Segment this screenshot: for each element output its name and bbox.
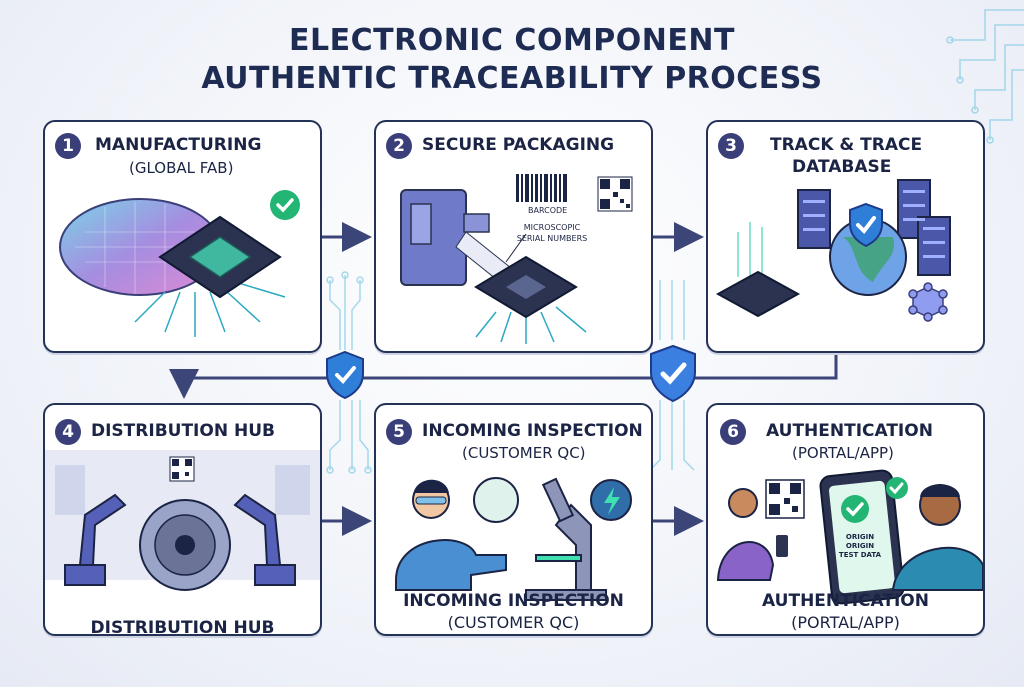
step-caption: AUTHENTICATION (762, 591, 929, 611)
authentication-illustration: ORIGIN ORIGIN TEST DATA (716, 469, 983, 605)
step-title-line2: DATABASE (792, 157, 892, 177)
serial-label-line1: MICROSCOPIC (524, 223, 581, 232)
phone-text-line3: TEST DATA (839, 551, 882, 559)
step-card-authentication: 6 AUTHENTICATION (PORTAL/APP) ORIGIN ORI… (706, 403, 985, 636)
person-icon (891, 484, 983, 591)
barcode-label: BARCODE (528, 206, 567, 215)
step-subtitle: (CUSTOMER QC) (462, 444, 586, 462)
step-card-track-trace: 3 TRACK & TRACE DATABASE (706, 120, 985, 353)
packaging-illustration (400, 174, 633, 344)
step-title: SECURE PACKAGING (422, 135, 615, 155)
robot-arm-icon (233, 493, 296, 586)
barcode-icon (516, 174, 567, 202)
check-icon (841, 495, 869, 523)
manufacturing-illustration (59, 190, 300, 337)
step-number-badge: 5 (386, 419, 412, 445)
distribution-illustration (45, 450, 320, 591)
reel-icon (139, 499, 231, 591)
qr-code-icon (765, 479, 805, 519)
step-title: INCOMING INSPECTION (422, 421, 643, 441)
person-icon (716, 488, 775, 581)
technician-icon (395, 479, 507, 591)
qr-code-icon (169, 456, 195, 482)
step-title-line1: TRACK & TRACE (770, 135, 923, 155)
step-card-secure-packaging: 2 SECURE PACKAGING (374, 120, 653, 353)
qr-code-icon (597, 176, 633, 212)
shield-check-icon (650, 344, 696, 403)
phone-text-line1: ORIGIN (846, 533, 874, 541)
step-caption-sub: (PORTAL/APP) (791, 613, 900, 632)
chip-icon (158, 215, 282, 299)
step-number-badge: 6 (720, 419, 746, 445)
step-title: MANUFACTURING (95, 135, 262, 155)
step-caption: DISTRIBUTION HUB (90, 618, 275, 636)
step-card-manufacturing: 1 MANUFACTURING (GLOBAL FAB) (43, 120, 322, 353)
page-title-line2: AUTHENTIC TRACEABILITY PROCESS (201, 61, 823, 96)
step-number-badge: 1 (55, 133, 81, 159)
database-illustration (715, 179, 951, 322)
step-card-distribution: 4 DISTRIBUTION HUB DISTRIBUTION HUB (43, 403, 322, 636)
microscope-icon (525, 477, 607, 601)
page-title-line1: ELECTRONIC COMPONENT (289, 23, 735, 58)
step-title: AUTHENTICATION (766, 421, 933, 441)
step-title: DISTRIBUTION HUB (91, 421, 275, 441)
phone-icon (776, 535, 788, 557)
arrow-return-path (169, 350, 838, 399)
chip-icon (715, 270, 801, 318)
step-number-badge: 4 (55, 419, 81, 445)
server-icon (797, 179, 951, 276)
shield-check-icon (326, 350, 364, 400)
step-caption: INCOMING INSPECTION (403, 591, 624, 611)
step-caption-sub: (CUSTOMER QC) (447, 613, 580, 632)
step-subtitle: (GLOBAL FAB) (129, 159, 234, 177)
check-icon (886, 477, 908, 499)
blockchain-icon (908, 282, 948, 322)
step-card-incoming-inspection: 5 INCOMING INSPECTION (CUSTOMER QC) INCO… (374, 403, 653, 636)
chip-icon (474, 255, 578, 319)
packaging-labels: BARCODE MICROSCOPIC SERIAL NUMBERS (517, 206, 587, 243)
step-number-badge: 2 (386, 133, 412, 159)
step-number-badge: 3 (718, 133, 744, 159)
serial-label-line2: SERIAL NUMBERS (517, 234, 587, 243)
shield-check-icon (849, 202, 883, 248)
inspection-illustration (395, 477, 632, 601)
phone-text-line2: ORIGIN (846, 542, 874, 550)
step-subtitle: (PORTAL/APP) (792, 444, 894, 462)
check-icon (270, 190, 300, 220)
robot-arm-icon (64, 493, 127, 586)
